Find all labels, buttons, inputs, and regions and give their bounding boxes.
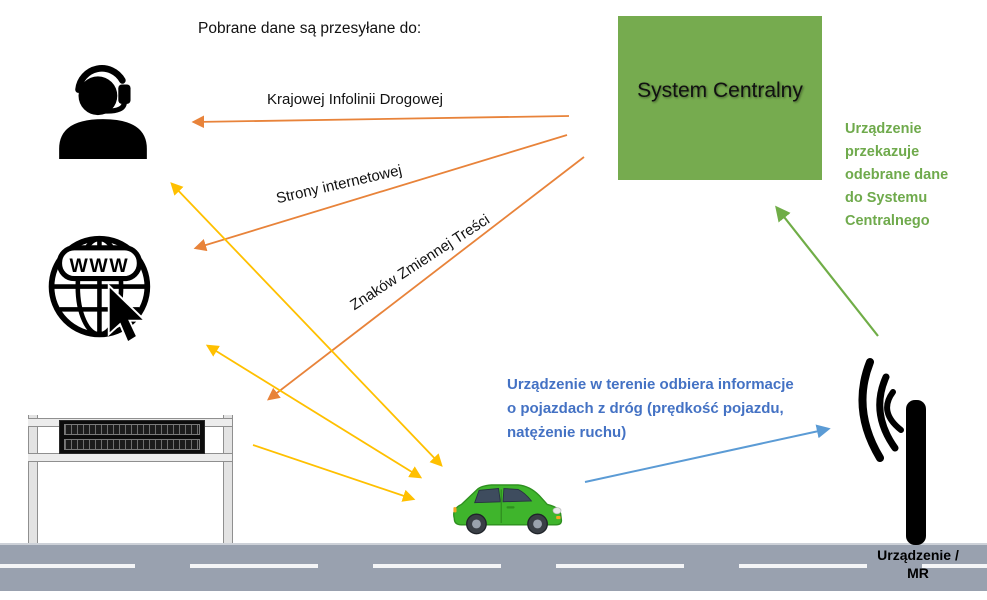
www-text: WWW: [69, 255, 129, 277]
vms-display-panel: [59, 420, 205, 454]
diagram-title: Pobrane dane są przesyłane do:: [198, 20, 422, 37]
road: [0, 543, 987, 591]
arrow-to-hotline: [191, 115, 570, 129]
device-label: Urządzenie / MR: [877, 547, 959, 581]
central-system-box: System Centralny: [618, 16, 822, 180]
arrow-car-website: [205, 344, 423, 479]
label-vms: Znaków Zmiennej Treści: [347, 211, 493, 314]
roadside-antenna-icon: [858, 358, 926, 545]
vms-led-row: [64, 439, 200, 450]
car-icon: [453, 484, 563, 535]
arrow-to-website: [193, 134, 568, 252]
arrow-car-vms: [252, 444, 416, 502]
note-device-to-central: Urządzenie przekazuje odebrane dane do S…: [845, 121, 949, 229]
central-system-label: System Centralny: [637, 79, 803, 102]
headset-operator-icon: [59, 65, 147, 159]
road-lane-line: [0, 564, 987, 568]
www-globe-cursor-icon: WWW: [48, 235, 151, 344]
vms-post-right: [223, 415, 233, 543]
vms-post-left: [28, 415, 38, 543]
label-hotline: Krajowej Infolinii Drogowej: [267, 91, 443, 108]
cursor-arrow-icon: [107, 283, 148, 344]
vms-beam-bottom: [28, 453, 232, 462]
vms-led-row: [64, 424, 200, 435]
label-website: Strony internetowej: [274, 161, 404, 208]
note-field-device: Urządzenie w terenie odbiera informacje …: [507, 376, 794, 441]
